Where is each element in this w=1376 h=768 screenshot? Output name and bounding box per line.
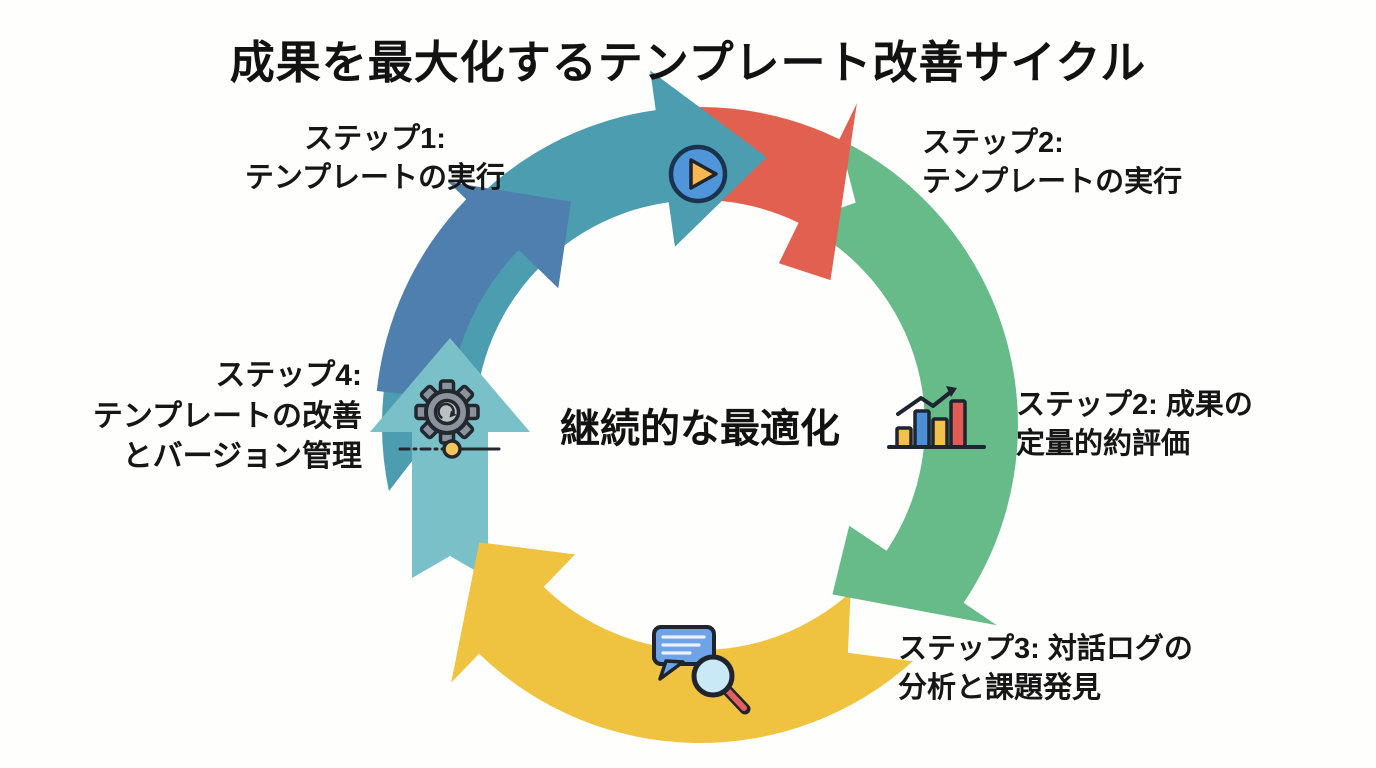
arc-step3-yellow-head [451, 542, 575, 683]
step-label-4: ステップ4: テンプレートの改善 とバージョン管理 [70, 356, 362, 478]
step-label-2-line2: テンプレートの実行 [922, 166, 1183, 199]
step-label-2b-line2: 定量的約評価 [1016, 428, 1191, 461]
step-label-4-line2: テンプレートの改善 [92, 399, 362, 433]
step-label-1: ステップ1: テンプレートの実行 [145, 120, 605, 198]
step-label-1-line1: ステップ1: [304, 123, 446, 155]
chat-search-icon [652, 625, 751, 715]
step-label-4-line3: とバージョン管理 [122, 440, 362, 473]
play-icon [668, 144, 728, 204]
step-label-3-line2: 分析と課題発見 [898, 672, 1102, 705]
arc-step2b-green [798, 139, 1018, 626]
step-label-1-line2: テンプレートの実行 [244, 162, 506, 195]
center-label: 継続的な最適化 [560, 407, 840, 451]
step-label-2b-line1: ステップ2: 成果の [1016, 389, 1253, 421]
step-label-3: ステップ3: 対話ログの 分析と課題発見 [898, 630, 1278, 708]
page-title: 成果を最大化するテンプレート改善サイクル [229, 37, 1147, 88]
step-label-2b: ステップ2: 成果の 定量的約評価 [1016, 386, 1366, 464]
arc-step3-yellow [451, 542, 913, 744]
step-label-3-line1: ステップ3: 対話ログの [898, 633, 1193, 665]
step-label-2: ステップ2: テンプレートの実行 [922, 124, 1262, 202]
bar-chart-icon [887, 386, 986, 449]
arc-inner-blue [376, 181, 571, 399]
step-label-4-line1: ステップ4: [215, 359, 362, 392]
gear-icon [398, 379, 501, 459]
step-label-2-line1: ステップ2: [922, 127, 1064, 159]
